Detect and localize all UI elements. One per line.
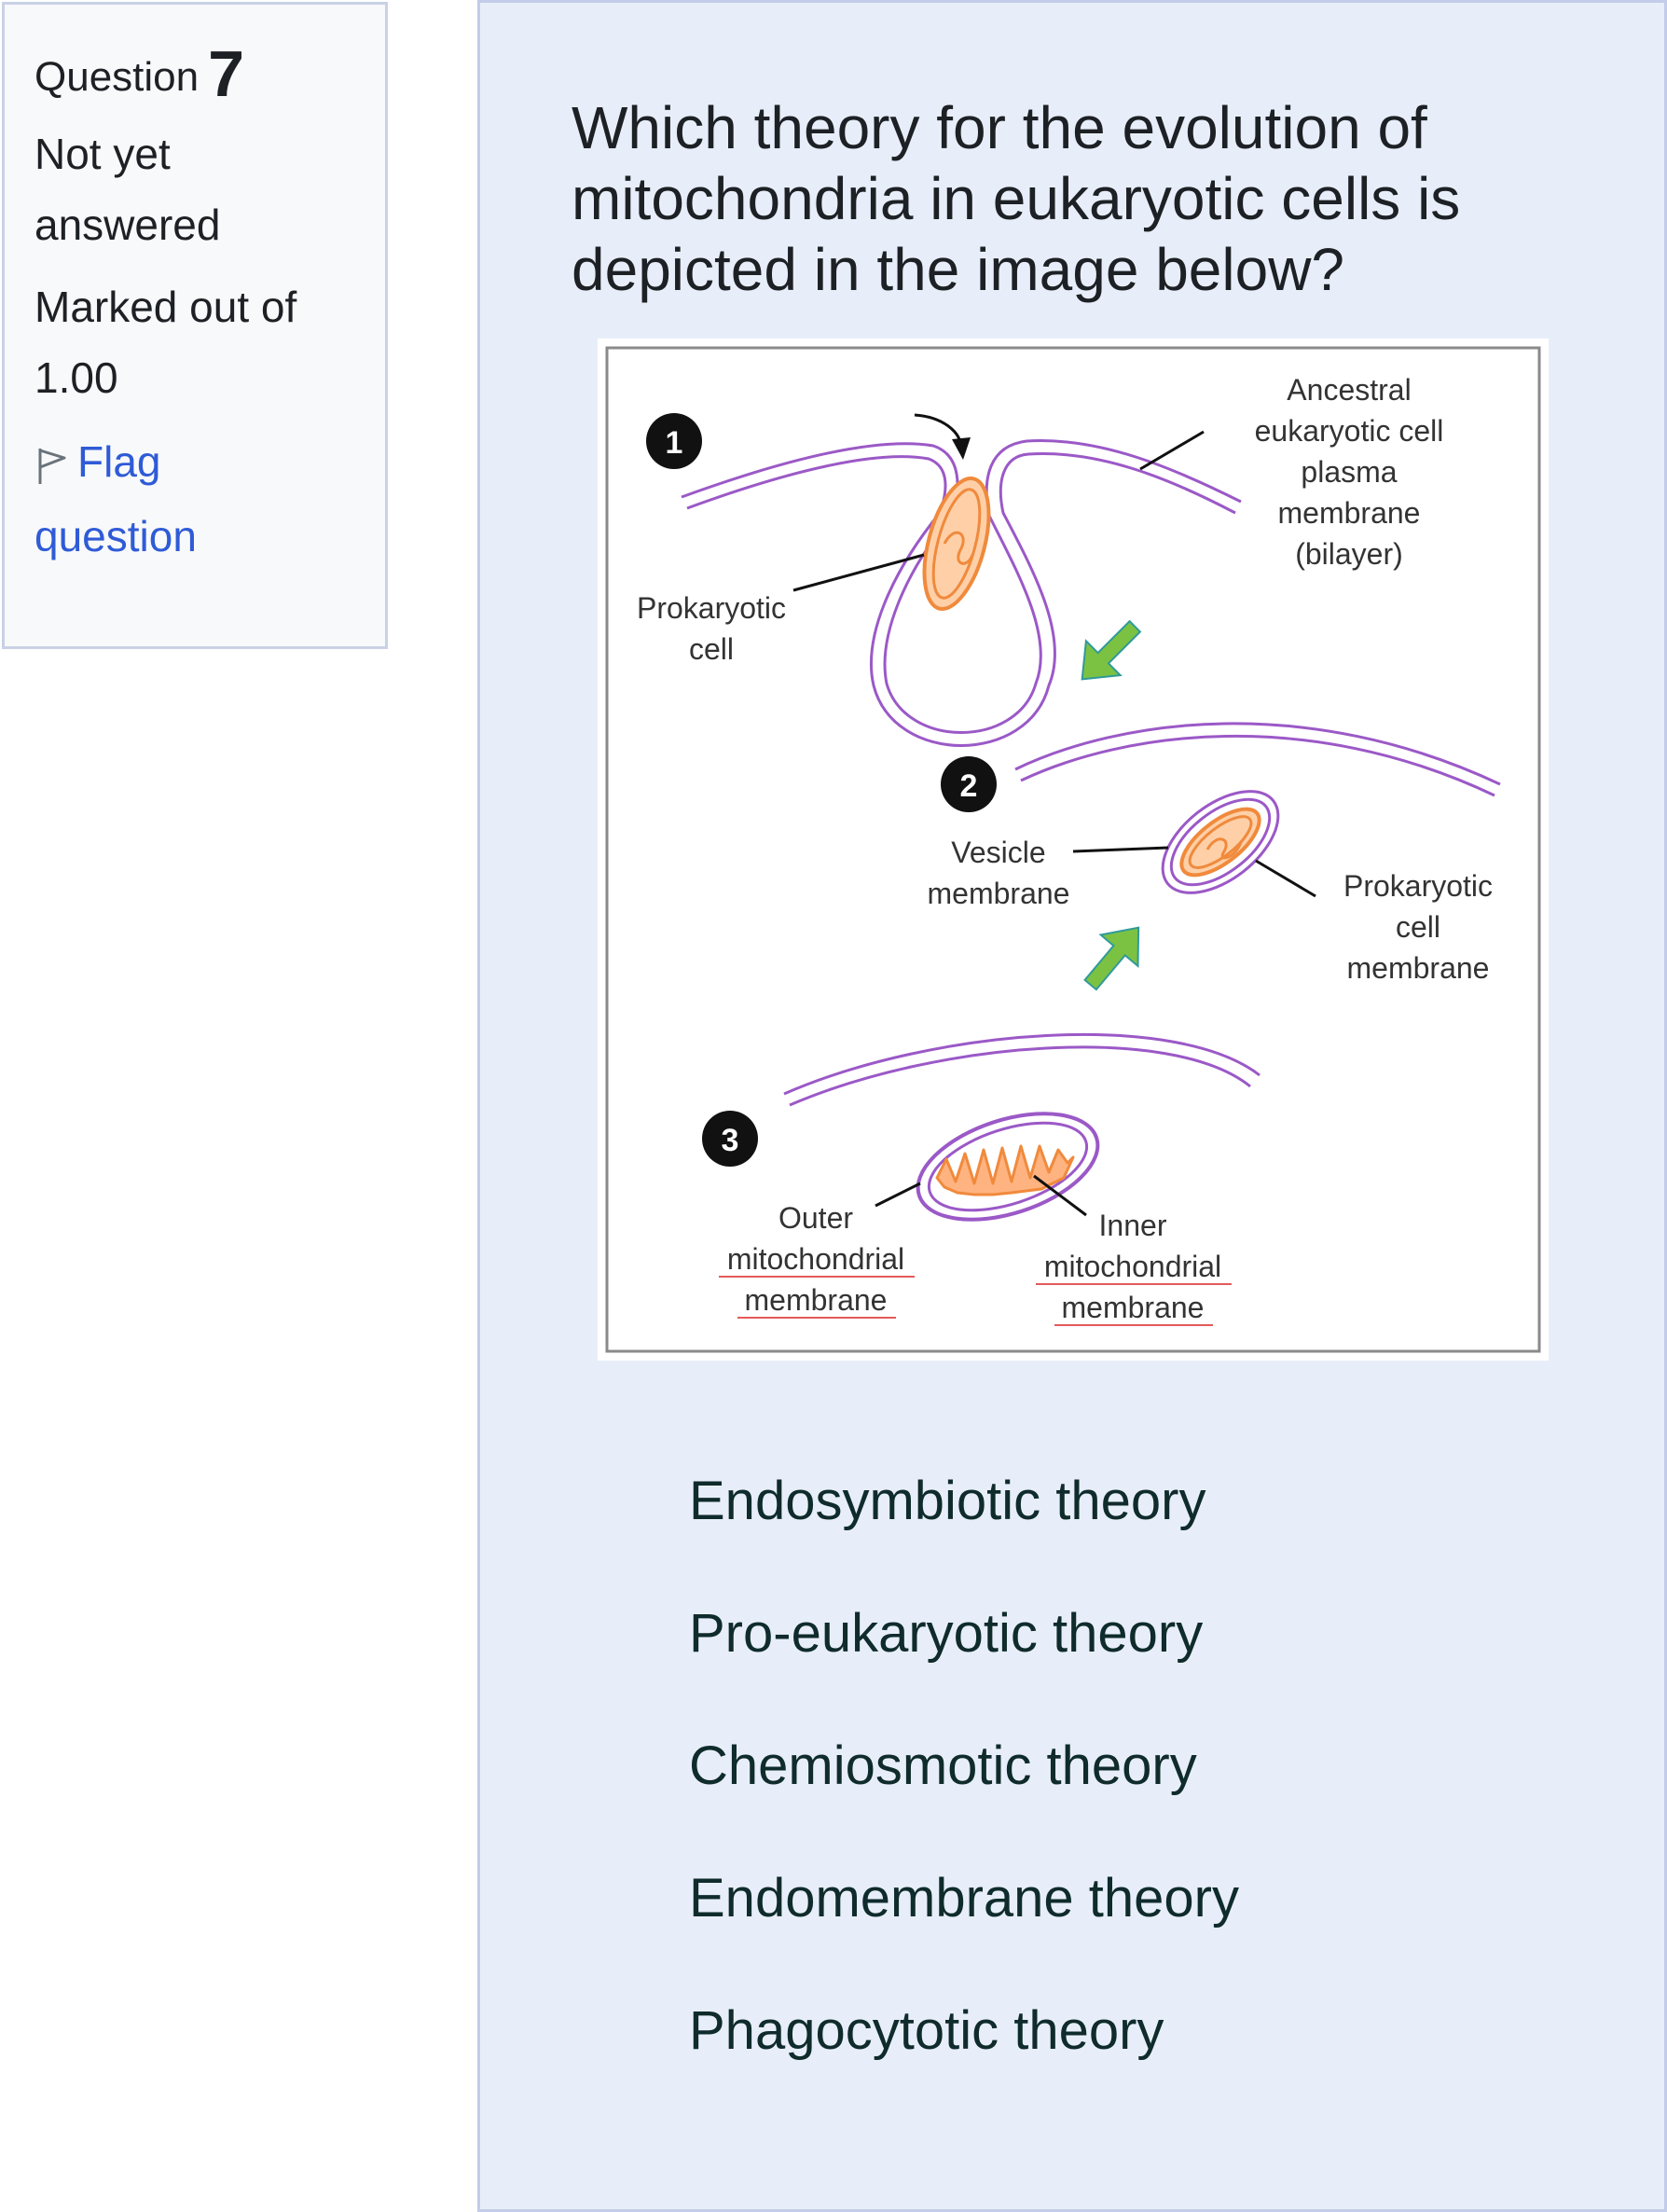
- answer-options: Endosymbiotic theory Pro-eukaryotic theo…: [689, 1469, 1239, 2131]
- question-text: Which theory for the evolution of mitoch…: [572, 92, 1578, 305]
- green-arrow-1: [1081, 619, 1142, 681]
- entry-arrow-head: [952, 437, 971, 460]
- question-grade: Marked out of 1.00: [34, 271, 355, 413]
- endosymbiosis-diagram: 1 Ancestral eukaryotic cell plasma membr…: [598, 339, 1549, 1361]
- prok-membrane-line-3: membrane: [1347, 951, 1490, 985]
- prok-cell-line-2: cell: [689, 632, 734, 666]
- grade-line-1: Marked out of: [34, 283, 297, 331]
- grade-line-2: 1.00: [34, 353, 118, 402]
- question-state: Not yet answered: [34, 118, 355, 260]
- vesicle-line-2: membrane: [928, 877, 1070, 910]
- prok-membrane-label: Prokaryotic cell membrane: [1343, 869, 1493, 985]
- state-line-1: Not yet: [34, 130, 171, 178]
- step-2-badge: [941, 756, 997, 812]
- green-arrow-2: [1083, 926, 1140, 991]
- question-line-3: depicted in the image below?: [572, 236, 1344, 303]
- ancestral-leader: [1139, 430, 1205, 471]
- step-2-number: 2: [960, 768, 978, 804]
- question-line-1: Which theory for the evolution of: [572, 94, 1427, 161]
- step-3-badge: [702, 1111, 758, 1167]
- state-line-2: answered: [34, 200, 221, 249]
- prok-cell-label: Prokaryotic cell: [637, 591, 786, 666]
- prok-membrane-line-2: cell: [1396, 910, 1440, 944]
- answer-option[interactable]: Endomembrane theory: [689, 1868, 1239, 1929]
- inner-line-1: Inner: [1099, 1209, 1167, 1242]
- prok-cell-line-1: Prokaryotic: [637, 591, 786, 625]
- prok-membrane-leader: [1255, 859, 1316, 898]
- flag-label-1[interactable]: Flag: [77, 437, 161, 486]
- outer-line-3: membrane: [745, 1283, 888, 1317]
- question-line-2: mitochondria in eukaryotic cells is: [572, 165, 1461, 232]
- outer-label: Outer mitochondrial membrane: [727, 1201, 904, 1317]
- vesicle-leader: [1072, 846, 1169, 853]
- answer-option[interactable]: Chemiosmotic theory: [689, 1735, 1197, 1796]
- step-1-badge: [646, 413, 702, 469]
- plasma-membrane-3: [783, 1032, 1261, 1107]
- ancestral-line-4: membrane: [1278, 496, 1421, 530]
- inner-line-2: mitochondrial: [1044, 1250, 1221, 1283]
- vesicle-label: Vesicle membrane: [928, 836, 1070, 910]
- mitochondrion: [916, 1112, 1100, 1222]
- question-label: Question: [34, 54, 200, 100]
- inner-leader: [1033, 1174, 1087, 1217]
- prok-membrane-line-1: Prokaryotic: [1343, 869, 1493, 903]
- vesicle-with-prokaryote: [1161, 790, 1280, 894]
- flag-question-link[interactable]: Flag question: [34, 424, 355, 574]
- question-number-value: 7: [208, 37, 245, 110]
- step-1-number: 1: [666, 425, 683, 461]
- flag-icon: [38, 449, 66, 484]
- outer-leader: [875, 1182, 921, 1208]
- inner-label: Inner mitochondrial membrane: [1044, 1209, 1221, 1324]
- plasma-membrane-2: [1014, 722, 1501, 797]
- ancestral-line-5: (bilayer): [1295, 537, 1403, 571]
- vesicle-line-1: Vesicle: [951, 836, 1045, 869]
- ancestral-line-2: eukaryotic cell: [1255, 414, 1444, 448]
- flag-label-2[interactable]: question: [34, 512, 197, 560]
- ancestral-line-1: Ancestral: [1287, 373, 1411, 407]
- outer-line-1: Outer: [778, 1201, 853, 1235]
- step-3-number: 3: [722, 1123, 739, 1158]
- answer-option[interactable]: Phagocytotic theory: [689, 2000, 1164, 2061]
- prokaryotic-cell-1: [922, 477, 991, 611]
- prok-cell-leader: [792, 553, 925, 592]
- question-content: Which theory for the evolution of mitoch…: [477, 0, 1667, 2212]
- plasma-membrane-engulfing: [681, 439, 1242, 747]
- outer-line-2: mitochondrial: [727, 1242, 904, 1276]
- ancestral-label: Ancestral eukaryotic cell plasma membran…: [1255, 373, 1444, 571]
- answer-option[interactable]: Endosymbiotic theory: [689, 1471, 1206, 1531]
- inner-line-3: membrane: [1062, 1291, 1205, 1324]
- answer-option[interactable]: Pro-eukaryotic theory: [689, 1603, 1204, 1664]
- ancestral-line-3: plasma: [1301, 455, 1397, 489]
